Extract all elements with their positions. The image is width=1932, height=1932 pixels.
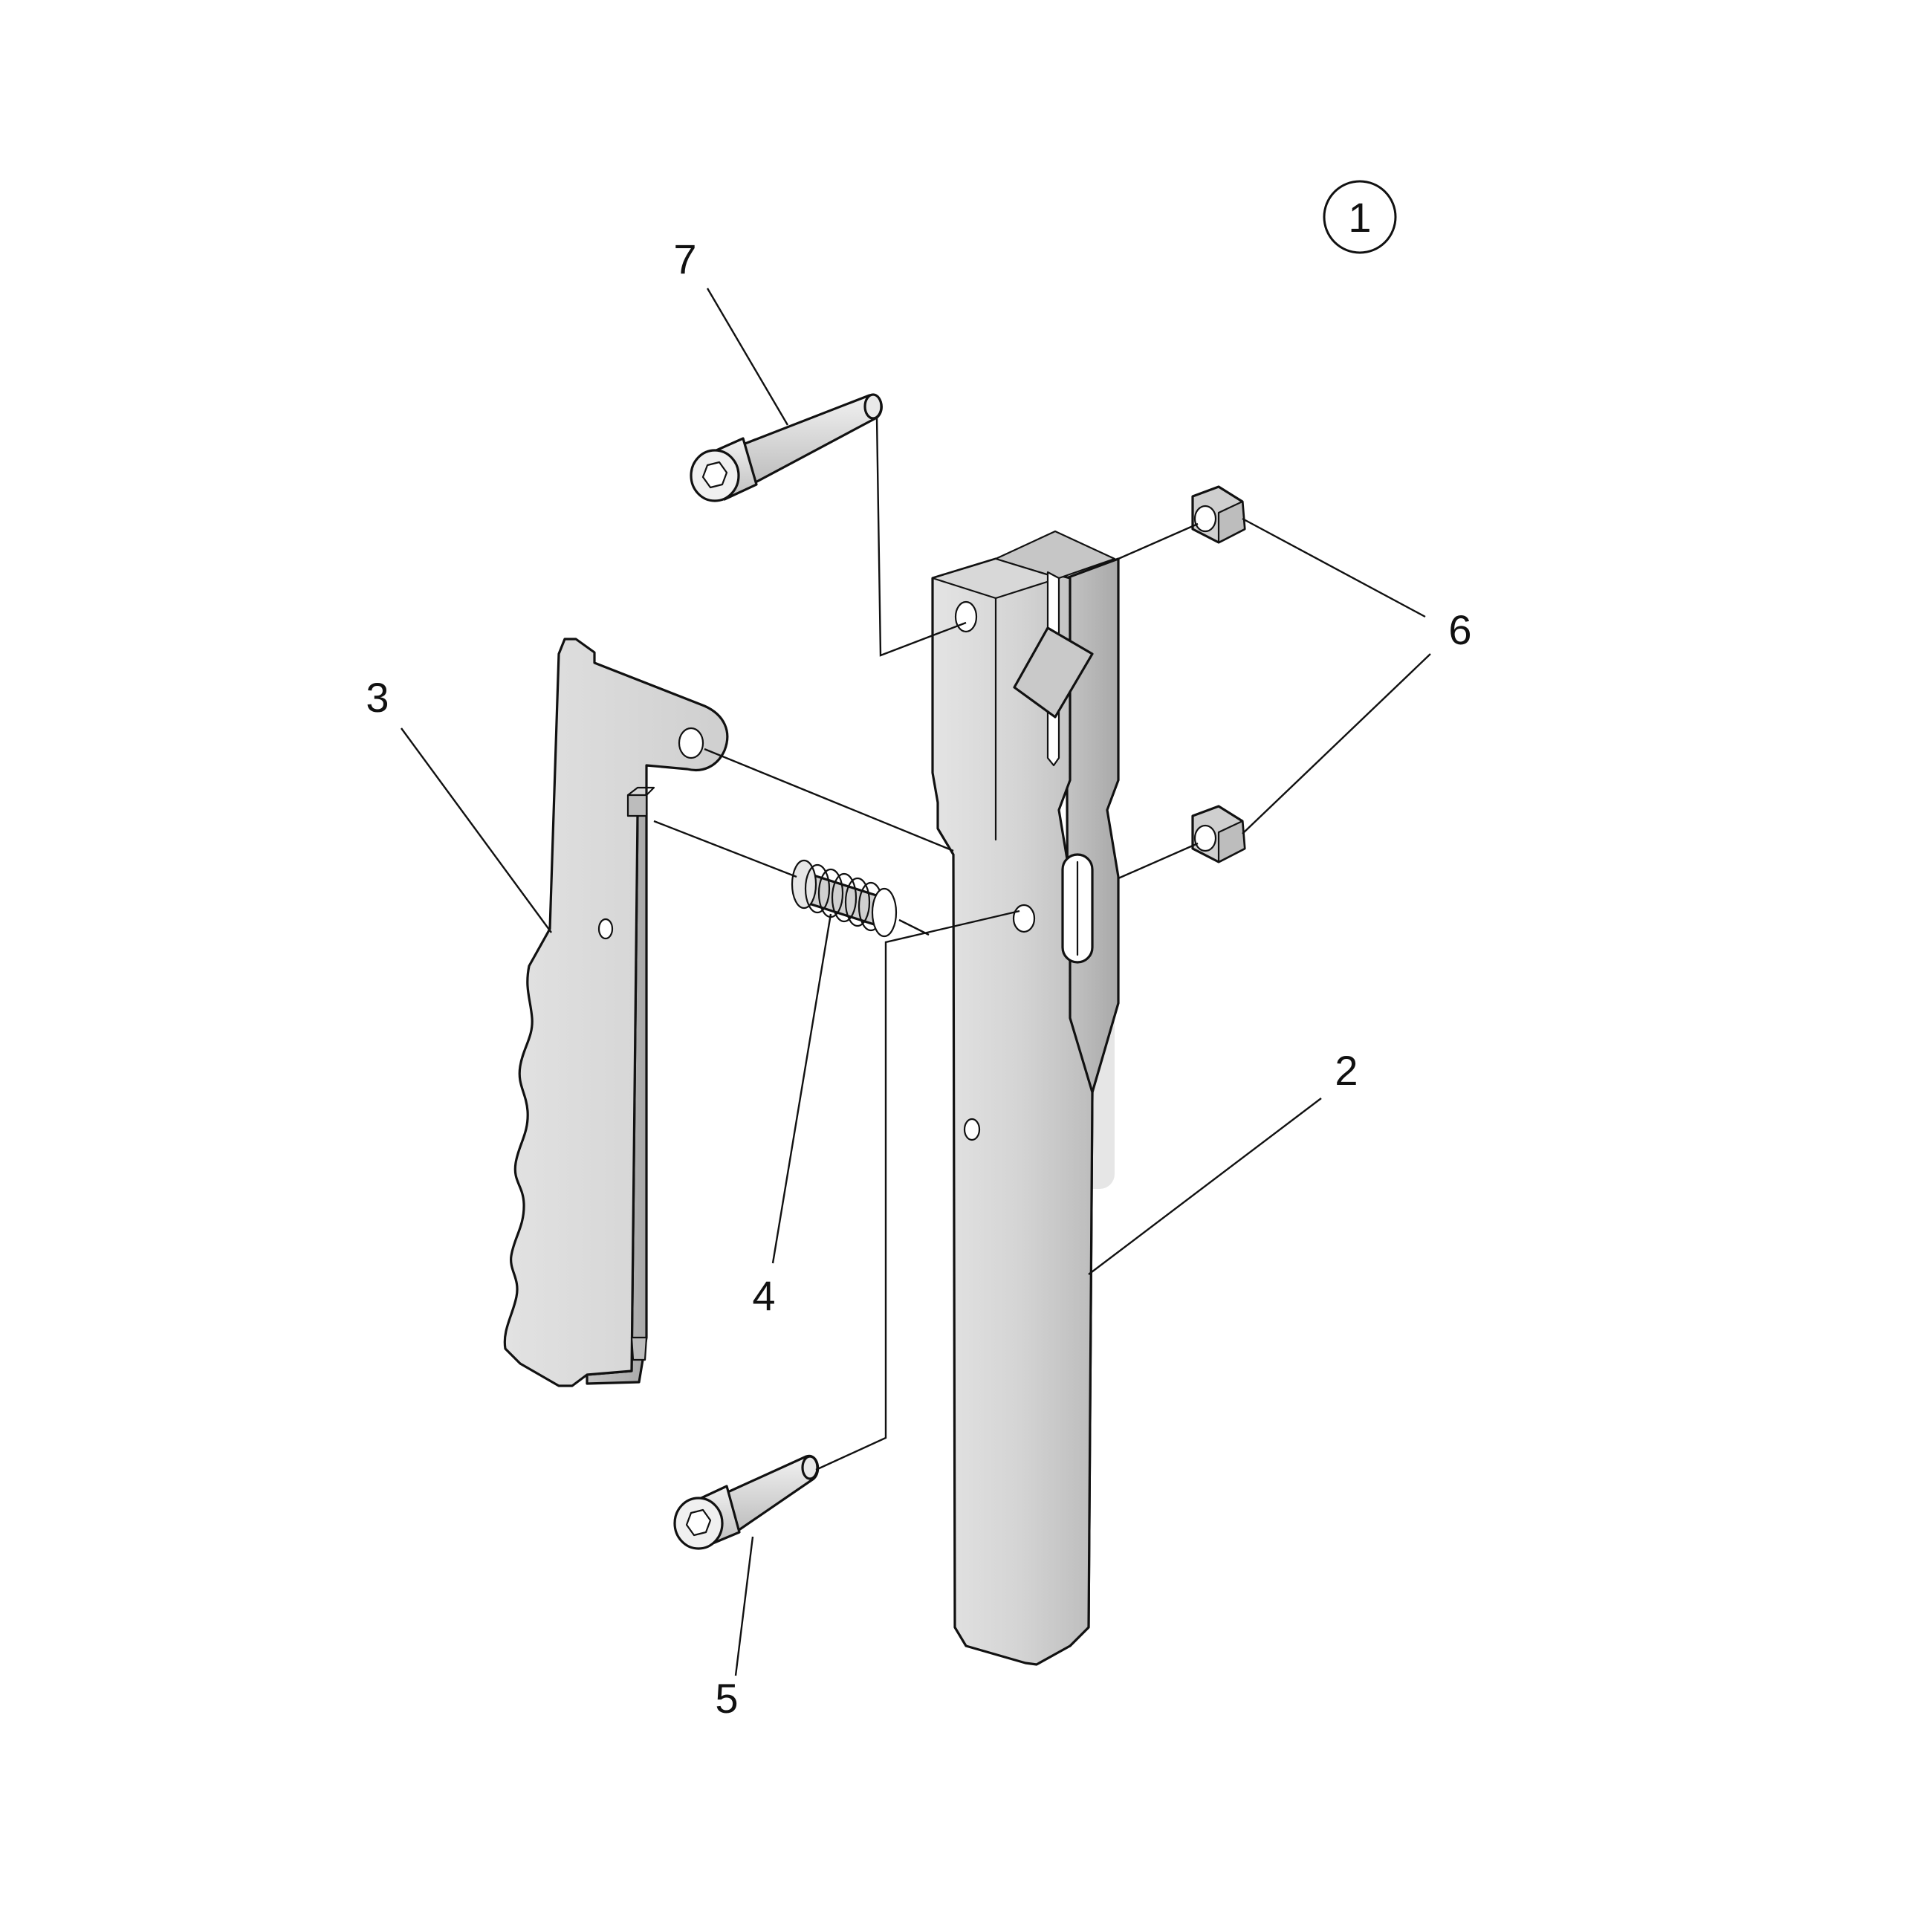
nut-lower-part	[1191, 805, 1246, 863]
assembly-number-circle	[1323, 180, 1397, 254]
callout-lever: 3	[366, 674, 389, 721]
tube-part	[931, 530, 1120, 1666]
callout-tube: 2	[1335, 1047, 1358, 1094]
spring-part	[791, 859, 898, 938]
assembly-number: 1	[1348, 194, 1371, 241]
callout-screw-upper: 7	[673, 236, 696, 282]
screw-lower-part	[673, 1454, 820, 1550]
callout-spring: 4	[752, 1272, 775, 1319]
leader-lines	[401, 288, 1431, 1676]
nut-upper-part	[1191, 485, 1246, 544]
callout-screw-lower: 5	[715, 1675, 738, 1722]
callouts: 1 2 3 4 5 6 7	[366, 180, 1472, 1722]
callout-nut: 6	[1448, 606, 1471, 653]
screw-upper-part	[690, 393, 883, 502]
lever-part	[503, 638, 729, 1387]
